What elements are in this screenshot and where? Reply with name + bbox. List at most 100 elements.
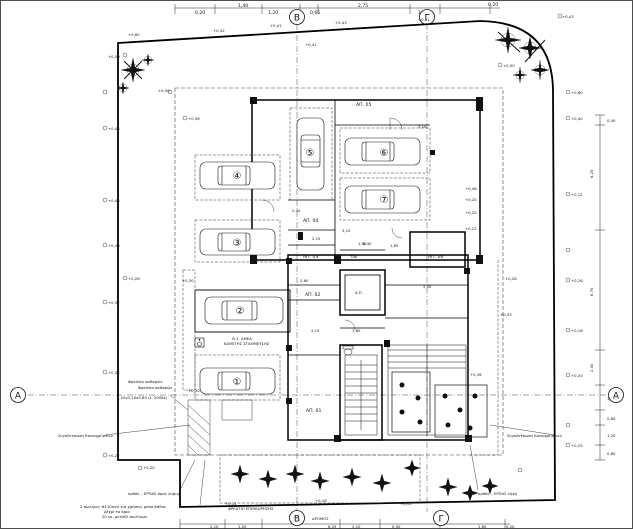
bottom-note-2: ορθός – ΕΡΠΑΣ λήψη xyxy=(478,491,518,496)
top-dim-4: 0,65 xyxy=(310,10,320,16)
bottom-note-1: ορθός – ΕΡΠΑΣ όρος λήψης xyxy=(128,491,180,496)
svg-text:Α: Α xyxy=(613,392,620,402)
grid-bubble-left: Α xyxy=(10,387,26,403)
inner-dim-11: 2,00 xyxy=(423,284,432,289)
bottom-dim-7: 0,20 xyxy=(506,524,515,529)
service-shaft xyxy=(187,399,253,456)
level-right-7: +0,20 xyxy=(465,197,477,202)
level-right-6: +0,25 xyxy=(465,210,477,215)
note-7: μέχρι το όριο xyxy=(104,509,130,514)
level-left-12: +0,26 xyxy=(128,276,140,281)
level-left-13: +0,30 xyxy=(182,278,194,283)
note-2: Φρεάτιο καθαρών xyxy=(138,385,172,390)
shrub-row-bottom xyxy=(230,459,499,502)
tree-icon-top-right xyxy=(494,26,550,84)
svg-text:Β: Β xyxy=(294,515,300,525)
apartment-label-05: ΑΠ. 05 xyxy=(356,102,371,108)
top-dim-3: 1,20 xyxy=(268,10,278,16)
inner-dim-1: 3,10 xyxy=(418,124,427,129)
apartment-label-02: ΑΠ. 02 xyxy=(305,292,320,298)
tree-icon-top-left xyxy=(116,53,155,95)
apartment-label-06: ΑΠ. 06 xyxy=(428,254,443,260)
level-left-6: +0,40 xyxy=(108,243,120,248)
level-right-9: +0,12 xyxy=(571,192,583,197)
top-dimension-line xyxy=(174,4,500,14)
svg-text:Γ: Γ xyxy=(438,515,443,525)
right-dim-6: 0,80 xyxy=(607,416,616,421)
level-left-9: +0,30 xyxy=(188,388,200,393)
inner-dim-3: 2,15 xyxy=(312,236,321,241)
inner-dim-5: 1,90 xyxy=(358,241,367,246)
level-right-14: +0,36 xyxy=(470,372,482,377)
apartment-label-01: ΑΠ. 01 xyxy=(306,408,321,414)
level-top-1: +0,41 xyxy=(270,23,282,28)
front-garden xyxy=(219,454,421,504)
apartment-label-04: ΑΠ. 04 xyxy=(303,218,318,224)
bottom-dimension-line xyxy=(179,519,510,529)
level-left-3: +0,50 xyxy=(158,88,170,93)
right-dimension-line xyxy=(595,114,605,461)
top-dim-2: 1,40 xyxy=(238,3,248,9)
right-dim-1: 0,40 xyxy=(607,118,616,123)
landscape-line-right xyxy=(470,260,499,456)
inner-dim-8: 2,15 xyxy=(311,328,320,333)
accessible-parking-aisle xyxy=(182,269,196,391)
level-left-2: +0,50 xyxy=(108,54,120,59)
level-right-13: +0,33 xyxy=(500,312,512,317)
internal-partitions xyxy=(288,100,468,356)
planter-boxes xyxy=(391,371,488,438)
level-top-3: +0,42 xyxy=(213,28,225,33)
level-left-4: +0,48 xyxy=(108,126,120,131)
car-2 xyxy=(204,296,284,325)
level-right-15: +0,20 xyxy=(571,373,583,378)
level-top-5: +0,41 xyxy=(305,42,317,47)
level-right-10: +0,28 xyxy=(505,276,517,281)
level-top-2: +0,43 xyxy=(335,20,347,25)
note-6: 2 σωλήνες Φ110mm για χρήσεις μέσα βάθος xyxy=(80,504,166,509)
bottom-dim-2: 1,20 xyxy=(238,524,247,529)
parking-number-2: ② xyxy=(236,306,245,317)
inner-dim-10: 1,60 xyxy=(352,328,361,333)
level-left-5: +0,46 xyxy=(108,198,120,203)
bottom-dim-1: 2,10 xyxy=(210,524,219,529)
accessible-parking-bay xyxy=(194,289,291,333)
car-4 xyxy=(199,161,276,190)
right-dim-3: 6,70 xyxy=(589,287,594,296)
level-bottom-2: +0,16 xyxy=(315,498,327,503)
note-1: Φρεάτιο καθαρών xyxy=(128,379,162,384)
level-left-8: +0,34 xyxy=(108,370,120,375)
structural-columns xyxy=(250,97,483,442)
svg-text:Α: Α xyxy=(15,392,22,402)
bottom-dim-3: 6,25 xyxy=(328,524,337,529)
entry-ramp-stairs xyxy=(387,344,467,436)
note-8: 20 εκ. μεταξύ σωλήνων xyxy=(102,514,147,519)
accessible-label: Θ.Σ. ΑΜΕΑ xyxy=(232,336,252,341)
bottom-dim-4: 2,10 xyxy=(352,524,361,529)
bottom-note-3: ΦΡΕΑΤΙΟ ΕΠΙΘΕΩΡΗΣΗΣ xyxy=(228,506,274,511)
wheelchair-icon xyxy=(194,337,205,348)
top-dim-5: 2,75 xyxy=(358,3,368,9)
level-bottom-1: +0,14 xyxy=(225,501,237,506)
top-dim-1: 0,20 xyxy=(195,10,205,16)
staircase xyxy=(344,354,378,436)
building-setback-line xyxy=(174,87,504,456)
right-dim-4: 2,00 xyxy=(589,363,594,372)
car-6 xyxy=(344,137,421,166)
shrubs-planter xyxy=(399,382,478,431)
level-top-4: +0,41 xyxy=(418,17,430,22)
road-label: ΔΡΟΜΟΣ xyxy=(312,516,329,521)
level-left-7: +0,37 xyxy=(108,300,120,305)
level-right-4: +0,40 xyxy=(571,116,583,121)
lift-label: Α.Π. xyxy=(355,290,363,295)
svg-text:Β: Β xyxy=(294,14,300,24)
accessible-sub: ΚΑΘΕΤΗΣ ΣΤΑΘΜΕΥΣΗΣ xyxy=(224,341,270,346)
inner-dim-4: 3,10 xyxy=(342,228,351,233)
note-5: Συγκέντρωση Κοινοχρήστων xyxy=(507,433,562,438)
level-markers xyxy=(102,13,571,473)
right-dim-2: 6,25 xyxy=(589,169,594,178)
car-7 xyxy=(344,185,421,214)
parking-number-3: ③ xyxy=(233,238,242,249)
bottom-dim-5: 0,50 xyxy=(392,524,401,529)
